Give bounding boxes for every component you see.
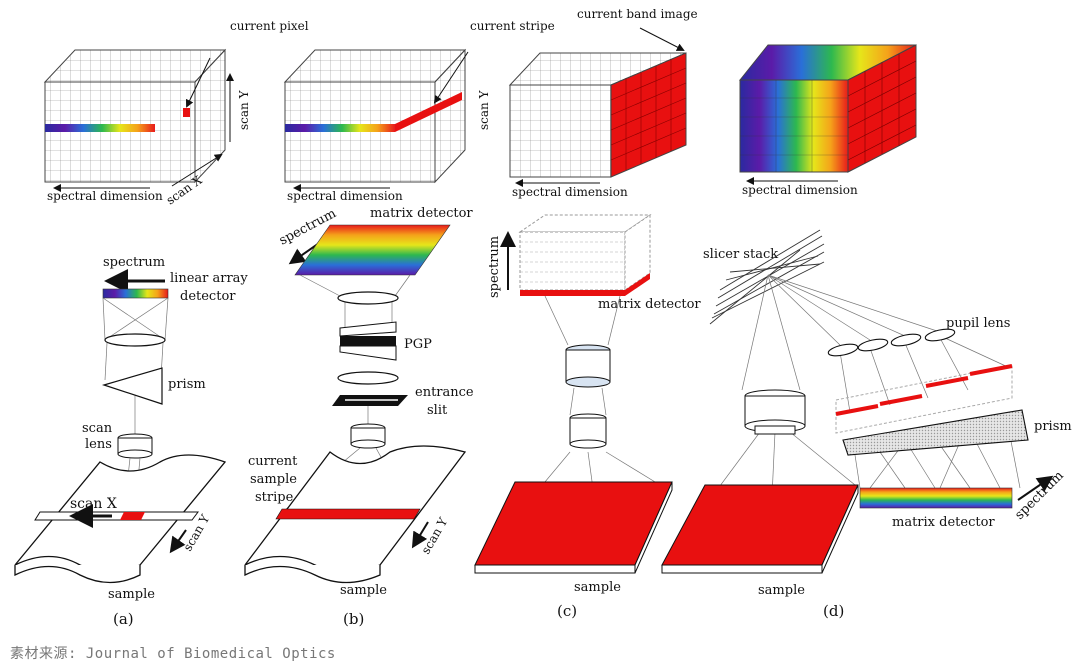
slit-images: [835, 364, 1013, 434]
prism-a: [101, 367, 163, 405]
cube-a-spectral-label: spectral dimension: [47, 189, 163, 203]
hyperspectral-imaging-diagram: current pixel scan Y scan X spectral dim…: [14, 7, 1072, 628]
cube-c-spectral-label: spectral dimension: [512, 185, 628, 199]
current-sample-label-3: stripe: [255, 490, 294, 505]
current-band-label: current band image: [577, 7, 698, 21]
tube-lens-c: [565, 344, 611, 388]
band-stack: [518, 214, 652, 296]
caption-c: (c): [557, 602, 577, 620]
current-pixel-sample: [120, 512, 145, 520]
cube-c: [508, 27, 687, 187]
current-pixel-label: current pixel: [230, 19, 309, 33]
sample-b: [244, 445, 467, 584]
detector-label-a: detector: [180, 289, 236, 304]
scan-lens: [117, 433, 153, 459]
objective-d: [744, 389, 806, 435]
current-sample-label-2: sample: [250, 472, 297, 487]
spectrum-label-d: spectrum: [1012, 468, 1067, 523]
pupil-lens-label: pupil lens: [946, 316, 1010, 331]
panel-a: current pixel scan Y scan X spectral dim…: [14, 19, 309, 628]
matrix-detector-label-c: matrix detector: [598, 297, 701, 312]
matrix-detector-label-d: matrix detector: [892, 515, 995, 530]
caption-d: (d): [823, 602, 844, 620]
sample-label-b: sample: [340, 583, 387, 598]
current-stripe-label: current stripe: [470, 19, 555, 33]
linear-array-label: linear array: [170, 271, 248, 286]
lens-a1: [104, 333, 166, 347]
cube-b-scan-y: scan Y: [477, 89, 491, 130]
sample-a: [14, 454, 227, 584]
prism-d: [842, 409, 1029, 456]
matrix-detector-label-b: matrix detector: [370, 206, 473, 221]
cube-d: [738, 44, 917, 185]
matrix-detector-d: [859, 487, 1013, 509]
sample-c: [474, 481, 673, 574]
prism-label-d: prism: [1034, 419, 1072, 434]
pgp-element: [339, 321, 397, 361]
caption-a: (a): [113, 610, 134, 628]
cube-b-spectral-label: spectral dimension: [287, 189, 403, 203]
panel-d: spectral dimension slicer stack: [661, 44, 1072, 620]
scan-x-label-a: scan X: [70, 496, 117, 512]
scan-lens-label-1: scan: [82, 421, 113, 436]
linear-array-detector: [102, 288, 169, 299]
current-sample-stripe: [275, 508, 421, 520]
entrance-label: entrance: [415, 385, 474, 400]
scan-lens-label-2: lens: [85, 437, 112, 452]
lens-b2: [337, 371, 399, 385]
panel-c: current band image spectral dimension sp…: [474, 7, 701, 620]
current-band-image: [610, 52, 687, 178]
sample-d: [661, 484, 859, 574]
current-pixel-marker: [183, 108, 190, 117]
sample-label-c: sample: [574, 580, 621, 595]
slicer-stack: [709, 229, 825, 325]
slit-label: slit: [427, 403, 448, 418]
sample-label-a: sample: [108, 587, 155, 602]
pgp-label: PGP: [404, 337, 432, 352]
spectral-line-b: [285, 124, 395, 132]
cube-d-spectral-label: spectral dimension: [742, 183, 858, 197]
current-sample-label-1: current: [248, 454, 298, 469]
cube-b: [283, 48, 469, 192]
spectrum-label-a: spectrum: [103, 255, 165, 270]
prism-label-a: prism: [168, 377, 206, 392]
pupil-lenses: [827, 328, 956, 357]
sample-label-d: sample: [758, 583, 805, 598]
spectrum-label-c: spectrum: [487, 236, 502, 298]
matrix-detector-c: [520, 273, 650, 296]
source-credit: 素材来源: Journal of Biomedical Optics: [10, 646, 336, 662]
cube-a-scan-y: scan Y: [237, 89, 251, 130]
scan-y-label-b: scan Y: [418, 514, 450, 556]
matrix-detector-b: [294, 224, 451, 276]
spectral-line-a: [45, 124, 155, 132]
slicer-stack-label: slicer stack: [703, 247, 778, 262]
objective-c: [569, 413, 607, 449]
current-stripe-marker: [395, 92, 462, 132]
objective-b: [350, 423, 386, 449]
cube-a: [43, 48, 234, 192]
lens-b1: [337, 291, 399, 305]
caption-b: (b): [343, 610, 364, 628]
